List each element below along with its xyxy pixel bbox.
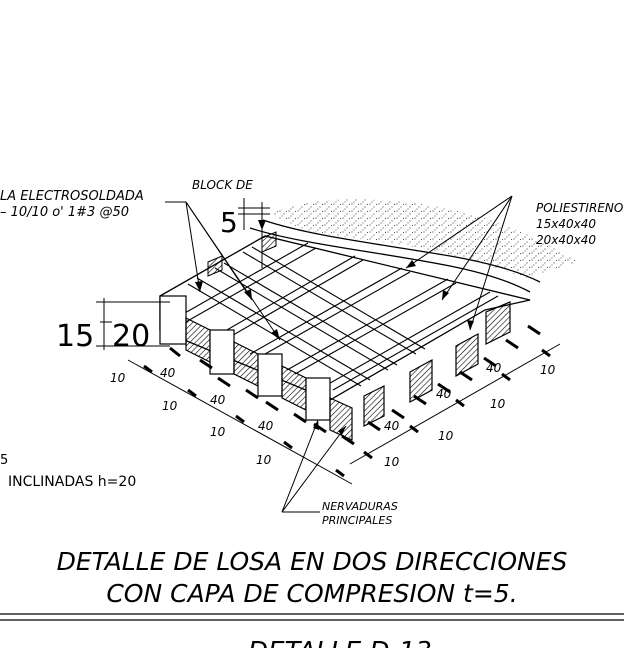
dim-10-g: 10 <box>490 397 506 411</box>
dim-40-c: 40 <box>258 419 274 433</box>
dimension-lines <box>96 198 561 485</box>
leader-lines <box>165 195 513 513</box>
rib-ends <box>159 231 511 441</box>
malla-label-line1: LA ELECTROSOLDADA <box>0 189 144 204</box>
left-dim-5: 5 <box>0 453 8 468</box>
dim-10-b: 10 <box>162 399 178 413</box>
dim-10-e: 10 <box>384 455 400 469</box>
malla-label-line2: – 10/10 o' 1#3 @50 <box>0 205 129 220</box>
dim-5-compression: 5 <box>220 206 238 239</box>
dim-10-f: 10 <box>438 429 454 443</box>
dim-10-h: 10 <box>540 363 556 377</box>
poliestireno-label: POLIESTIRENO <box>536 201 623 215</box>
dim-40-f: 40 <box>486 361 502 375</box>
dim-40-a: 40 <box>160 366 176 380</box>
compression-layer <box>249 199 578 293</box>
dim-10-d: 10 <box>256 453 272 467</box>
leader-arrows <box>195 220 474 435</box>
detail-title-line1: DETALLE DE LOSA EN DOS DIRECCIONES <box>57 547 568 576</box>
dim-15: 15 <box>56 319 94 354</box>
title-rule <box>0 613 624 621</box>
rebar-stubs <box>169 324 541 446</box>
dim-40-e: 40 <box>436 387 452 401</box>
dimension-ticks <box>143 348 551 478</box>
block-size-1: 15x40x40 <box>536 217 596 231</box>
nervaduras-label-1: NERVADURAS <box>322 500 398 513</box>
nervaduras-label-2: PRINCIPALES <box>322 514 392 527</box>
inclinadas-label: INCLINADAS h=20 <box>8 474 136 490</box>
dim-20: 20 <box>112 319 150 354</box>
dim-40-d: 40 <box>384 419 400 433</box>
dim-10-a: 10 <box>110 371 126 385</box>
dim-40-b: 40 <box>210 393 226 407</box>
block-size-2: 20x40x40 <box>536 233 596 247</box>
block-de-label: BLOCK DE <box>192 178 253 192</box>
rib-grid <box>175 242 499 391</box>
detail-title-line2: CON CAPA DE COMPRESION t=5. <box>106 579 517 608</box>
detail-subtitle: DETALLE D-13 <box>248 637 432 648</box>
dim-10-c: 10 <box>210 425 226 439</box>
